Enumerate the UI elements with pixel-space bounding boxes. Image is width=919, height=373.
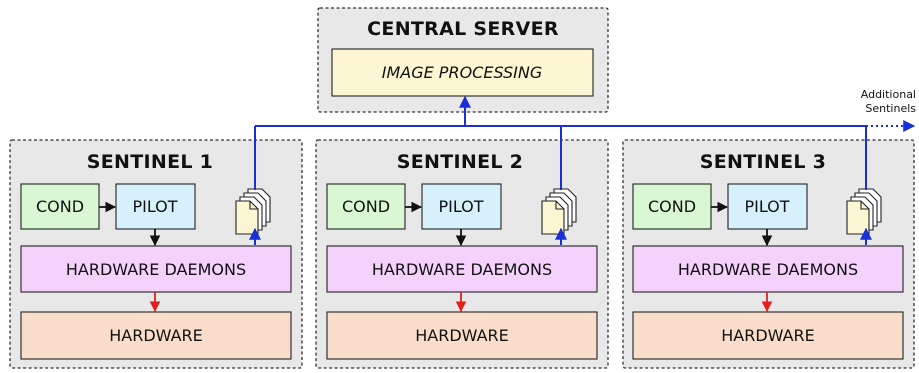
- sentinel-1-image-files-icon: [235, 188, 271, 235]
- sentinel-2-daemons-box: [326, 245, 598, 293]
- sentinel-3-pilot-box: [727, 183, 808, 230]
- sentinel-2-group: SENTINEL 2 COND PILOT HARDWARE DAEMONS H…: [315, 126, 609, 369]
- image-processing-box: [331, 48, 594, 97]
- sentinel-3-image-files-icon: [846, 188, 882, 235]
- additional-sentinels-line1: Additional: [861, 88, 916, 101]
- sentinel-2-hardware-box: [326, 311, 598, 360]
- sentinel-2-image-files-icon: [541, 188, 577, 235]
- image-processing-label: IMAGE PROCESSING: [382, 63, 543, 82]
- central-server-title: CENTRAL SERVER: [367, 18, 559, 40]
- sentinel-2-daemons-label: HARDWARE DAEMONS: [372, 260, 552, 279]
- sentinel-1-group: SENTINEL 1 COND PILOT HARDWARE DAEMONS H…: [9, 126, 303, 369]
- sentinel-3-pilot-label: PILOT: [744, 197, 789, 216]
- sentinel-2-hardware-label: HARDWARE: [415, 326, 509, 345]
- sentinel-1-hardware-box: [20, 311, 292, 360]
- sentinel-2-title: SENTINEL 2: [397, 151, 523, 173]
- sentinel-3-group: SENTINEL 3 COND PILOT HARDWARE DAEMONS H…: [622, 126, 915, 369]
- sentinel-2-pilot-label: PILOT: [438, 197, 483, 216]
- additional-sentinels-line2: Sentinels: [865, 102, 916, 115]
- sentinel-2-pilot-box: [421, 183, 502, 230]
- sentinel-1-cond-label: COND: [36, 197, 84, 216]
- sentinel-1-daemons-box: [20, 245, 292, 293]
- central-server-group: CENTRAL SERVER IMAGE PROCESSING: [317, 7, 609, 113]
- sentinel-1-title: SENTINEL 1: [87, 151, 213, 173]
- sentinel-1-daemons-label: HARDWARE DAEMONS: [66, 260, 246, 279]
- sentinel-3-daemons-label: HARDWARE DAEMONS: [678, 260, 858, 279]
- sentinel-1-cond-box: [20, 183, 100, 230]
- sentinel-3-cond-box: [632, 183, 712, 230]
- sentinel-1-pilot-box: [115, 183, 196, 230]
- sentinel-2-cond-box: [326, 183, 406, 230]
- sentinel-1-hardware-label: HARDWARE: [109, 326, 203, 345]
- sentinel-3-title: SENTINEL 3: [700, 151, 826, 173]
- sentinel-2-cond-label: COND: [342, 197, 390, 216]
- sentinel-1-pilot-label: PILOT: [132, 197, 177, 216]
- sentinel-3-daemons-box: [632, 245, 904, 293]
- sentinel-3-cond-label: COND: [648, 197, 696, 216]
- sentinel-3-hardware-label: HARDWARE: [721, 326, 815, 345]
- sentinel-3-hardware-box: [632, 311, 904, 360]
